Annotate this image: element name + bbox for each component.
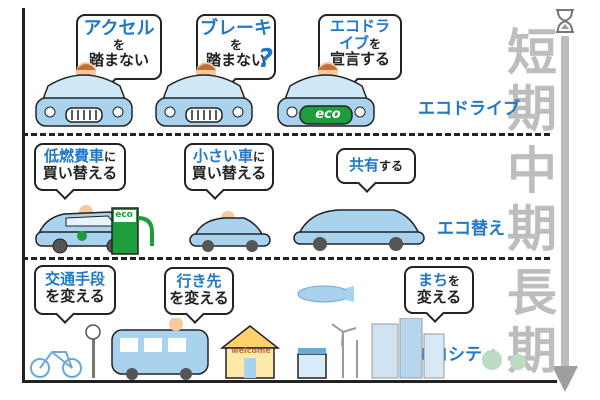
bottom-axis	[22, 380, 557, 383]
timeline-shaft	[561, 36, 569, 370]
eco-pump-label: eco	[115, 210, 133, 220]
timeline-mid-1: 中	[507, 142, 557, 200]
row-label-eco-drive: エコドライブ	[418, 99, 520, 119]
bubble-eco-drive-declare: エコドラ イブを 宣言する	[318, 14, 402, 80]
bubble-transport: 交通手段 を変える	[34, 265, 116, 315]
row-label-eco-replace: エコ替え	[437, 219, 505, 239]
eco-plate: eco	[315, 107, 341, 122]
car-front-2-icon	[155, 62, 253, 127]
airship-icon	[297, 285, 354, 303]
shared-car-icon	[293, 209, 425, 251]
bus-stop-icon	[85, 324, 101, 378]
divider-1	[22, 133, 550, 136]
tree-icons	[482, 350, 526, 370]
bubble-accelerator: アクセル を 踏まない	[76, 14, 162, 80]
shop-sign: welcome	[231, 346, 271, 355]
car-front-1-icon	[35, 62, 133, 127]
left-axis	[22, 8, 25, 382]
hourglass-icon	[556, 9, 574, 33]
bubble-brake: ブレーキ を 踏まない	[196, 14, 276, 80]
bubble-share: 共有する	[336, 148, 416, 184]
shop-icon	[219, 325, 281, 379]
timeline-short-2: 期	[507, 80, 557, 138]
mini-mart-icon	[297, 348, 327, 379]
buildings-icon	[371, 318, 445, 379]
bubble-town: まちを 変える	[404, 266, 474, 314]
eco-fuel-pump-icon	[111, 207, 154, 255]
wind-turbine-icon	[331, 323, 358, 378]
small-car-icon	[189, 211, 271, 252]
divider-2	[22, 257, 550, 260]
bubble-destination: 行き先 を変える	[164, 267, 234, 315]
timeline-mid-2: 期	[507, 200, 557, 258]
timeline-long-1: 長	[507, 264, 557, 322]
bus-icon	[111, 318, 209, 380]
bubble-low-fuel-car: 低燃費車に 買い替える	[34, 143, 126, 191]
car-front-3-icon	[277, 62, 375, 127]
question-mark: ?	[258, 44, 274, 74]
timeline-arrowhead	[552, 366, 578, 392]
timeline-arrow	[552, 9, 578, 392]
city-scene	[30, 318, 526, 380]
bubble-small-car: 小さい車に 買い替える	[184, 143, 274, 191]
bicycle-icon	[30, 350, 82, 378]
timeline-short-1: 短	[507, 24, 557, 82]
